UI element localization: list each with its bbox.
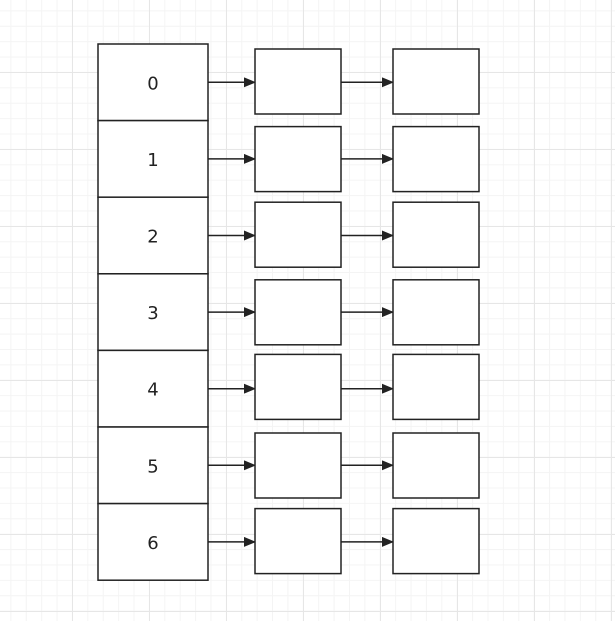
bucket-index-label: 2 [147,227,158,248]
chain-node [254,507,342,575]
chain-node [254,353,342,421]
bucket-index-label: 3 [147,303,158,324]
chain-node [254,48,342,115]
chain-node [392,125,480,193]
bucket-index-label: 4 [147,380,158,401]
bucket-index-label: 6 [147,533,158,554]
bucket-index-label: 1 [147,150,158,171]
chain-node [392,279,480,346]
chain-node [392,432,480,499]
bucket-index-label: 5 [147,456,158,477]
chain-node [254,432,342,499]
bucket-cell-5 [97,426,209,505]
chain-node [254,279,342,346]
chain-node [254,201,342,268]
bucket-cell-0 [97,43,209,122]
chains [208,48,480,575]
chain-node [254,125,342,193]
bucket-index-label: 0 [147,73,158,94]
bucket-cell-6 [97,502,209,581]
chain-node [392,48,480,115]
bucket-array: 0 1 2 3 4 5 6 [97,43,209,581]
chain-node [392,507,480,575]
chain-node [392,353,480,421]
bucket-cell-2 [97,196,209,275]
chain-node [392,201,480,268]
bucket-cell-1 [97,119,209,198]
